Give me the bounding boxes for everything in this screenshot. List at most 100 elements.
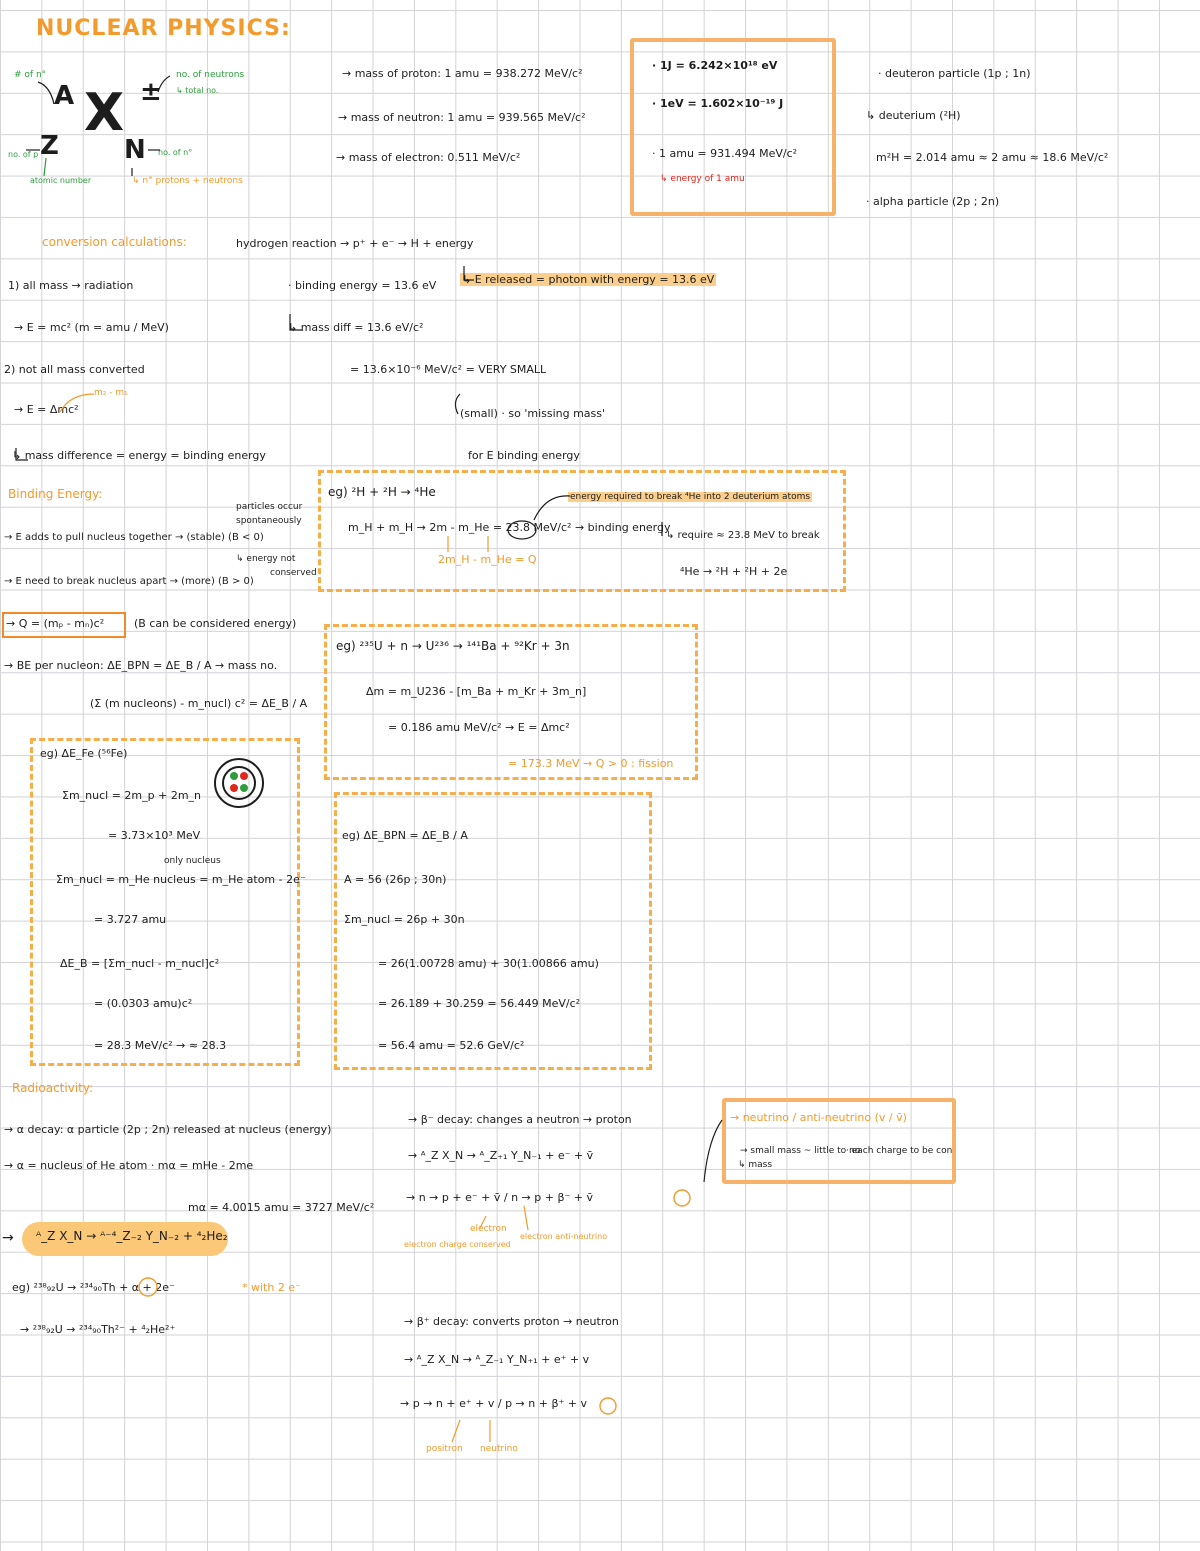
constant-amu-note: ↳ energy of 1 amu	[660, 174, 745, 184]
binding-energy-1: · binding energy = 13.6 eV	[288, 279, 437, 292]
beta-minus-ann-3: electron anti-neutrino	[520, 1232, 608, 1241]
ex3-line-8: = 28.3 MeV/c² → ≈ 28.3	[94, 1039, 227, 1052]
ex3-line-2: Σm_nucl = 2m_p + 2m_n	[62, 789, 202, 802]
binding-energy-3: = 13.6×10⁻⁶ MeV/c² = VERY SMALL	[350, 363, 547, 376]
beta-minus-ann-1: electron	[470, 1224, 507, 1234]
neutrino-line-4: · each charge to be con	[846, 1146, 953, 1156]
ex3-line-6: ΔE_B = [Σm_nucl - m_nucl]c²	[60, 957, 220, 970]
hydrogen-reaction-text: hydrogen reaction → p⁺ + e⁻ → H + energy	[236, 237, 474, 250]
constant-amu: · 1 amu = 931.494 MeV/c²	[652, 147, 798, 160]
beta-plus-ann-2: neutrino	[480, 1444, 518, 1454]
conversion-line-4-ann: m₂ - m₁	[94, 388, 128, 398]
ex2-line-2: Δm = m_U236 - [m_Ba + m_Kr + 3m_n]	[366, 685, 587, 698]
neutrino-line-3: ↳ mass	[738, 1160, 773, 1170]
beta-plus-line-3: → p → n + e⁺ + v / p → n + β⁺ + v	[400, 1397, 587, 1410]
binding-energy-2: ↳ mass diff = 13.6 eV/c²	[288, 321, 424, 334]
binding-ann-3: ↳ energy not	[236, 554, 296, 564]
ex3-line-4-ann: only nucleus	[164, 856, 221, 866]
ex4-line-1: eg) ΔE_BPN = ΔE_B / A	[342, 829, 468, 842]
radioactivity-heading: Radioactivity:	[12, 1081, 94, 1095]
mass-proton: → mass of proton: 1 amu = 938.272 MeV/c²	[342, 67, 583, 80]
page-title: NUCLEAR PHYSICS:	[36, 16, 291, 41]
ex3-line-7: = (0.0303 amu)c²	[94, 997, 193, 1010]
notation-x: X	[84, 83, 125, 143]
binding-line-4: (Σ (m nucleons) - m_nucl) c² = ΔE_B / A	[90, 697, 308, 710]
conversion-line-2: → E = mc² (m = amu / MeV)	[14, 321, 169, 334]
neutrino-line-1: → neutrino / anti-neutrino (v / v̄)	[730, 1111, 907, 1124]
ex3-line-3: = 3.73×10³ MeV	[108, 829, 201, 842]
binding-heading: Binding Energy:	[8, 487, 103, 501]
binding-ann-2: spontaneously	[236, 516, 302, 526]
conversion-line-4: → E = Δmc²	[14, 403, 79, 416]
beta-minus-line-2: → ᴬ_Z X_N → ᴬ_Z₊₁ Y_N₋₁ + e⁻ + v̄	[408, 1149, 594, 1162]
ex2-line-4-text: = 173.3 MeV → Q > 0 : fission	[508, 757, 674, 770]
beta-minus-line-1: → β⁻ decay: changes a neutron → proton	[408, 1113, 632, 1126]
beta-minus-line-3: → n → p + e⁻ + v̄ / n → p + β⁻ + v̄	[406, 1191, 593, 1204]
conversion-line-3: 2) not all mass converted	[4, 363, 145, 376]
beta-plus-ann-1: positron	[426, 1444, 463, 1454]
conversion-heading: conversion calculations:	[42, 235, 187, 249]
ex1-line-1: eg) ²H + ²H → ⁴He	[328, 485, 436, 499]
ex4-line-2: A = 56 (26p ; 30n)	[344, 873, 447, 886]
deuteron-line-2: ↳ deuterium (²H)	[866, 109, 961, 122]
q-formula-box	[2, 612, 126, 638]
binding-ann-1: particles occur	[236, 502, 303, 512]
notation-a: A	[54, 81, 75, 111]
notation-z: Z	[40, 131, 59, 161]
notation-charge: ±	[140, 77, 162, 107]
neutrino-box	[722, 1098, 956, 1184]
ex4-line-3: Σm_nucl = 26p + 30n	[344, 913, 465, 926]
ex3-line-1: eg) ΔE_Fe (⁵⁶Fe)	[40, 747, 128, 760]
alpha-example-2: → ²³⁸₉₂U → ²³⁴₉₀Th²⁻ + ⁴₂He²⁺	[20, 1323, 176, 1336]
notation-ann-charge-2: ↳ total no.	[176, 86, 219, 95]
hydrogen-reaction: hydrogen reaction → p⁺ + e⁻ → H + energy	[236, 237, 474, 251]
constant-ev: · 1eV = 1.602×10⁻¹⁹ J	[652, 97, 784, 110]
ex3-line-4: Σm_nucl = m_He nucleus = m_He atom - 2e⁻	[56, 873, 306, 886]
example-bpn-box	[334, 792, 652, 1070]
alpha-formula: ᴬ_Z X_N → ᴬ⁻⁴_Z₋₂ Y_N₋₂ + ⁴₂He₂	[36, 1229, 228, 1243]
nucleus-diagram-icon	[214, 758, 264, 808]
notation-ann-n: no. of n°	[158, 148, 193, 157]
ex1-ann-2: ↳ require ≈ 23.8 MeV to break	[666, 530, 820, 541]
alpha-formula-pill	[22, 1222, 228, 1256]
deuteron-line-4: · alpha particle (2p ; 2n)	[866, 195, 1000, 208]
hydrogen-note-text: ↳ E released = photon with energy = 13.6…	[460, 273, 717, 286]
example-fusion-box	[318, 470, 846, 592]
example-binding-box	[30, 738, 300, 1066]
ex4-line-6: = 56.4 amu = 52.6 GeV/c²	[378, 1039, 525, 1052]
alpha-example-1-ann: * with 2 e⁻	[242, 1281, 301, 1294]
alpha-formula-arrow: →	[2, 1230, 14, 1246]
ex3-line-5: = 3.727 amu	[94, 913, 167, 926]
conversion-line-5: ↳ mass difference = energy = binding ene…	[12, 449, 266, 463]
ex1-line-2: m_H + m_H → 2m - m_He = 23.8 MeV/c² → bi…	[348, 521, 671, 534]
notation-n: N	[124, 135, 146, 165]
binding-energy-5: for E binding energy	[468, 449, 580, 462]
deuteron-line-1: · deuteron particle (1p ; 1n)	[878, 67, 1031, 80]
hydrogen-note: ↳ E released = photon with energy = 13.6…	[460, 273, 717, 287]
alpha-line-2: → α = nucleus of He atom · mα = mHe - 2m…	[4, 1159, 254, 1172]
notation-ann-z: no. of p	[8, 150, 39, 159]
binding-energy-4: (small) · so 'missing mass'	[460, 407, 606, 420]
ex2-line-1: eg) ²³⁵U + n → U²³⁶ → ¹⁴¹Ba + ⁹²Kr + 3n	[336, 639, 570, 653]
constant-joule: · 1J = 6.242×10¹⁸ eV	[652, 59, 778, 72]
alpha-line-1: → α decay: α particle (2p ; 2n) released…	[4, 1123, 332, 1136]
alpha-line-3: mα = 4.0015 amu = 3727 MeV/c²	[188, 1201, 375, 1214]
deuteron-line-3: m²H = 2.014 amu ≈ 2 amu ≈ 18.6 MeV/c²	[876, 151, 1109, 164]
beta-plus-line-2: → ᴬ_Z X_N → ᴬ_Z₋₁ Y_N₊₁ + e⁺ + v	[404, 1353, 590, 1366]
binding-line-2: → E need to break nucleus apart → (more)…	[4, 576, 254, 587]
ex4-line-5: = 26.189 + 30.259 = 56.449 MeV/c²	[378, 997, 581, 1010]
ex4-line-4: = 26(1.00728 amu) + 30(1.00866 amu)	[378, 957, 599, 970]
notation-ann-z2: atomic number	[30, 176, 92, 185]
q-formula: → Q = (mₚ - mₙ)c²	[6, 617, 105, 630]
notation-ann-bottom: ↳ n° protons + neutrons	[132, 176, 243, 186]
binding-ann-4: conserved	[270, 568, 317, 578]
beta-minus-ann-2: electron charge conserved	[404, 1240, 511, 1249]
ex1-line-2b: 2m_H - m_He = Q	[438, 553, 537, 566]
constants-box	[630, 38, 836, 216]
conversion-line-5-text: ↳ mass difference = energy = binding ene…	[12, 449, 266, 462]
notation-ann-charge: no. of neutrons	[176, 70, 245, 80]
ex1-ann-1: energy required to break ⁴He into 2 deut…	[568, 492, 813, 502]
q-formula-note: (B can be considered energy)	[134, 617, 297, 630]
neutrino-line-2: → small mass ~ little to no	[740, 1146, 861, 1156]
